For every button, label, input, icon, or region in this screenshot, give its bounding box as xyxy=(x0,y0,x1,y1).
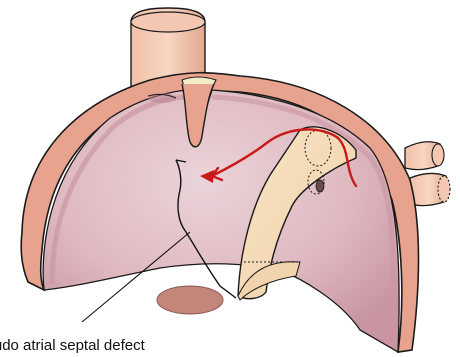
pericardial-reflection xyxy=(157,286,223,314)
septal-opening xyxy=(316,180,324,192)
diagram-caption: Pseudo atrial septal defect xyxy=(0,337,145,355)
